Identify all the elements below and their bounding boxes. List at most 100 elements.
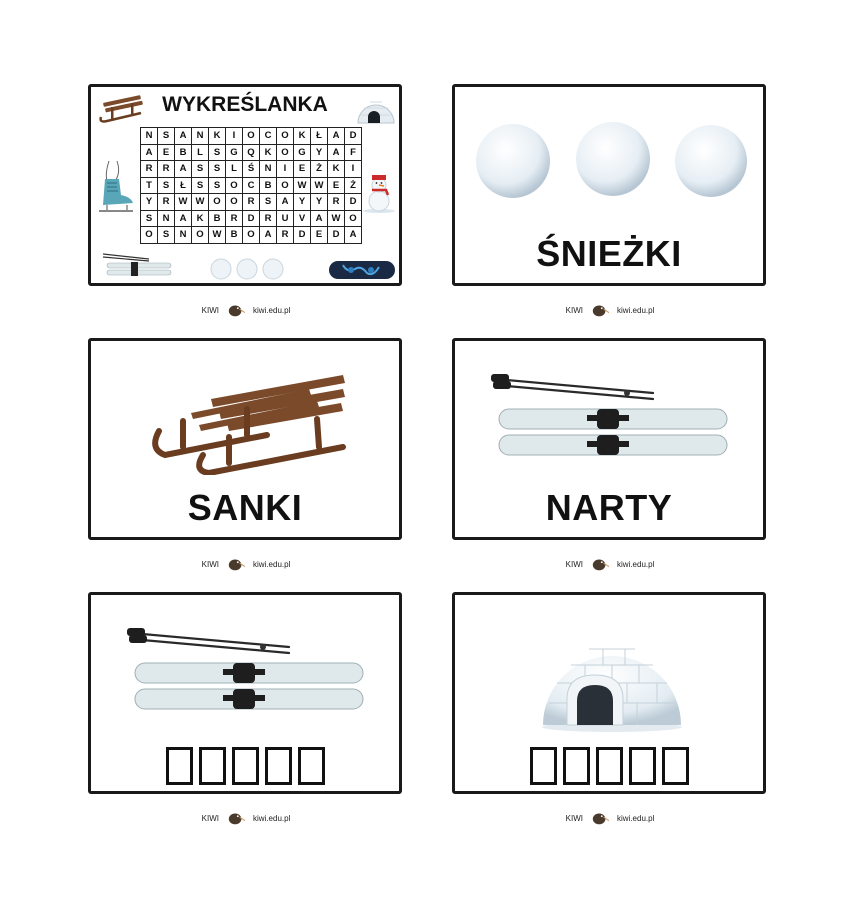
grid-cell[interactable]: W: [311, 177, 328, 194]
grid-cell[interactable]: E: [328, 177, 345, 194]
grid-cell[interactable]: D: [345, 194, 362, 211]
grid-cell[interactable]: R: [141, 161, 158, 178]
grid-cell[interactable]: O: [277, 144, 294, 161]
grid-cell[interactable]: I: [345, 161, 362, 178]
letter-box[interactable]: [297, 747, 325, 785]
grid-cell[interactable]: S: [192, 161, 209, 178]
grid-cell[interactable]: N: [175, 227, 192, 244]
grid-cell[interactable]: W: [294, 177, 311, 194]
grid-cell[interactable]: O: [345, 210, 362, 227]
grid-cell[interactable]: Ż: [311, 161, 328, 178]
grid-cell[interactable]: R: [328, 194, 345, 211]
grid-cell[interactable]: B: [226, 227, 243, 244]
grid-cell[interactable]: K: [260, 144, 277, 161]
grid-cell[interactable]: W: [175, 194, 192, 211]
grid-cell[interactable]: A: [328, 128, 345, 145]
grid-cell[interactable]: R: [277, 227, 294, 244]
grid-cell[interactable]: E: [311, 227, 328, 244]
grid-cell[interactable]: A: [345, 227, 362, 244]
letter-box[interactable]: [595, 747, 623, 785]
grid-cell[interactable]: E: [158, 144, 175, 161]
grid-cell[interactable]: O: [243, 227, 260, 244]
grid-cell[interactable]: S: [209, 161, 226, 178]
grid-cell[interactable]: A: [260, 227, 277, 244]
grid-cell[interactable]: N: [260, 161, 277, 178]
grid-cell[interactable]: T: [141, 177, 158, 194]
grid-cell[interactable]: R: [243, 194, 260, 211]
grid-cell[interactable]: K: [294, 128, 311, 145]
grid-cell[interactable]: O: [141, 227, 158, 244]
grid-cell[interactable]: N: [158, 210, 175, 227]
grid-cell[interactable]: K: [192, 210, 209, 227]
grid-cell[interactable]: O: [226, 177, 243, 194]
grid-cell[interactable]: S: [158, 227, 175, 244]
grid-cell[interactable]: V: [294, 210, 311, 227]
grid-cell[interactable]: O: [192, 227, 209, 244]
grid-cell[interactable]: S: [260, 194, 277, 211]
grid-cell[interactable]: A: [277, 194, 294, 211]
grid-cell[interactable]: N: [192, 128, 209, 145]
letter-box[interactable]: [198, 747, 226, 785]
grid-cell[interactable]: K: [328, 161, 345, 178]
letter-box[interactable]: [165, 747, 193, 785]
letter-box[interactable]: [264, 747, 292, 785]
letter-box[interactable]: [661, 747, 689, 785]
grid-cell[interactable]: C: [260, 128, 277, 145]
grid-cell[interactable]: D: [328, 227, 345, 244]
grid-cell[interactable]: A: [328, 144, 345, 161]
grid-cell[interactable]: N: [141, 128, 158, 145]
grid-cell[interactable]: S: [209, 144, 226, 161]
grid-cell[interactable]: W: [209, 227, 226, 244]
grid-cell[interactable]: A: [175, 128, 192, 145]
grid-cell[interactable]: Q: [243, 144, 260, 161]
grid-cell[interactable]: A: [175, 210, 192, 227]
grid-cell[interactable]: O: [226, 194, 243, 211]
grid-cell[interactable]: S: [158, 128, 175, 145]
grid-cell[interactable]: O: [243, 128, 260, 145]
grid-cell[interactable]: I: [277, 161, 294, 178]
grid-cell[interactable]: Ł: [175, 177, 192, 194]
grid-cell[interactable]: D: [294, 227, 311, 244]
grid-cell[interactable]: Y: [294, 194, 311, 211]
grid-cell[interactable]: A: [311, 210, 328, 227]
grid-cell[interactable]: B: [209, 210, 226, 227]
grid-cell[interactable]: O: [209, 194, 226, 211]
grid-cell[interactable]: Ż: [345, 177, 362, 194]
grid-cell[interactable]: F: [345, 144, 362, 161]
grid-cell[interactable]: W: [328, 210, 345, 227]
grid-cell[interactable]: S: [209, 177, 226, 194]
grid-cell[interactable]: L: [226, 161, 243, 178]
grid-cell[interactable]: D: [345, 128, 362, 145]
grid-cell[interactable]: A: [175, 161, 192, 178]
grid-cell[interactable]: L: [192, 144, 209, 161]
grid-cell[interactable]: A: [141, 144, 158, 161]
grid-cell[interactable]: E: [294, 161, 311, 178]
letter-box[interactable]: [529, 747, 557, 785]
letter-box[interactable]: [562, 747, 590, 785]
grid-cell[interactable]: Ł: [311, 128, 328, 145]
grid-cell[interactable]: R: [158, 161, 175, 178]
grid-cell[interactable]: K: [209, 128, 226, 145]
grid-cell[interactable]: I: [226, 128, 243, 145]
grid-cell[interactable]: O: [277, 177, 294, 194]
grid-cell[interactable]: D: [243, 210, 260, 227]
grid-cell[interactable]: Y: [311, 144, 328, 161]
grid-cell[interactable]: R: [260, 210, 277, 227]
grid-cell[interactable]: W: [192, 194, 209, 211]
grid-cell[interactable]: O: [277, 128, 294, 145]
grid-cell[interactable]: S: [141, 210, 158, 227]
letter-box[interactable]: [231, 747, 259, 785]
grid-cell[interactable]: B: [260, 177, 277, 194]
grid-cell[interactable]: G: [294, 144, 311, 161]
grid-cell[interactable]: Y: [311, 194, 328, 211]
grid-cell[interactable]: B: [175, 144, 192, 161]
letter-box[interactable]: [628, 747, 656, 785]
grid-cell[interactable]: R: [226, 210, 243, 227]
grid-cell[interactable]: Y: [141, 194, 158, 211]
grid-cell[interactable]: C: [243, 177, 260, 194]
grid-cell[interactable]: Ś: [243, 161, 260, 178]
grid-cell[interactable]: S: [158, 177, 175, 194]
grid-cell[interactable]: U: [277, 210, 294, 227]
grid-cell[interactable]: G: [226, 144, 243, 161]
grid-cell[interactable]: R: [158, 194, 175, 211]
